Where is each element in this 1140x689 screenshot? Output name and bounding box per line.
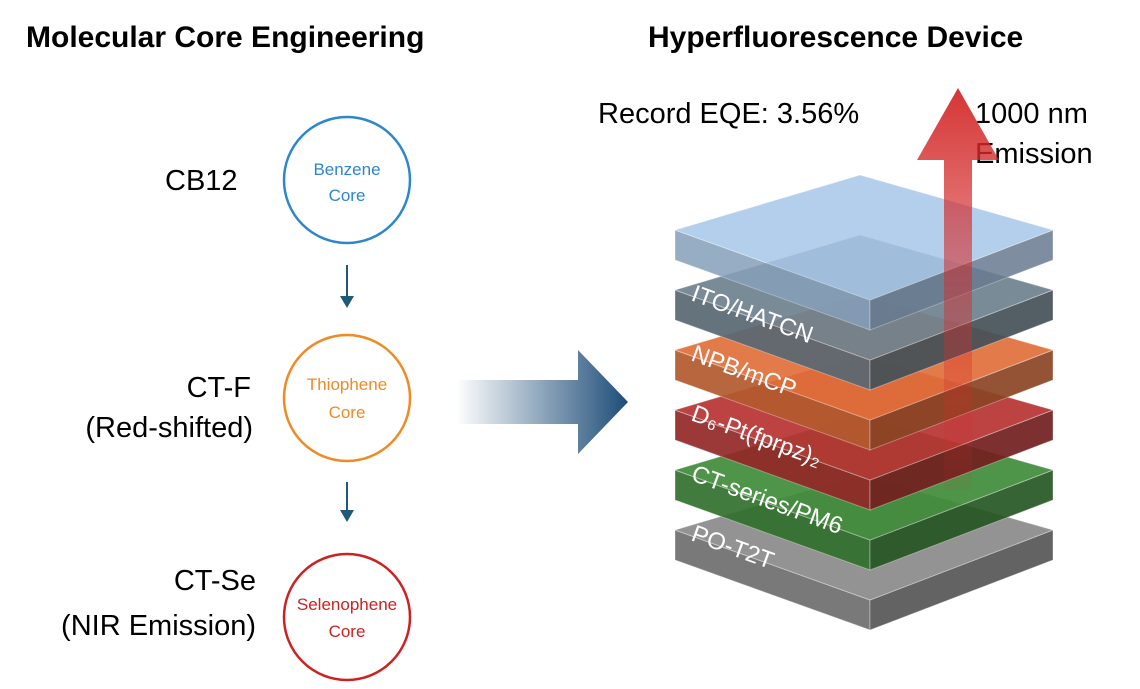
emission-label-1: 1000 nm: [975, 98, 1088, 130]
benzene-core-circle: [282, 115, 412, 245]
molecule-note-ct-se: (NIR Emission): [61, 610, 256, 642]
right-panel-title: Hyperfluorescence Device: [648, 21, 1023, 54]
benzene-core-label-2: Core: [329, 186, 366, 205]
selenophene-core-label-2: Core: [329, 622, 366, 641]
layer-label: LiF-Al: [688, 580, 756, 627]
selenophene-core-label-1: Selenophene: [297, 595, 397, 614]
layer-side-face: [869, 469, 1054, 571]
device-layer-stack: [673, 174, 1055, 631]
benzene-core-label-1: Benzene: [313, 160, 380, 179]
left-panel-title: Molecular Core Engineering: [26, 21, 424, 54]
eqe-label: Record EQE: 3.56%: [598, 98, 859, 130]
down-arrow-2-head: [340, 510, 354, 522]
molecule-name-ct-f: CT-F: [187, 372, 251, 404]
thiophene-core-label-2: Core: [329, 403, 366, 422]
molecule-name-cb12: CB12: [165, 165, 238, 197]
molecule-name-ct-se: CT-Se: [174, 565, 256, 597]
thiophene-core-label-1: Thiophene: [307, 375, 387, 394]
selenophene-core-circle: [282, 552, 412, 682]
down-arrow-1-head: [340, 296, 354, 308]
transition-arrow: [456, 350, 628, 454]
emission-arrow: [917, 88, 999, 490]
molecule-note-ct-f: (Red-shifted): [85, 412, 253, 444]
thiophene-core-circle: [282, 333, 412, 463]
